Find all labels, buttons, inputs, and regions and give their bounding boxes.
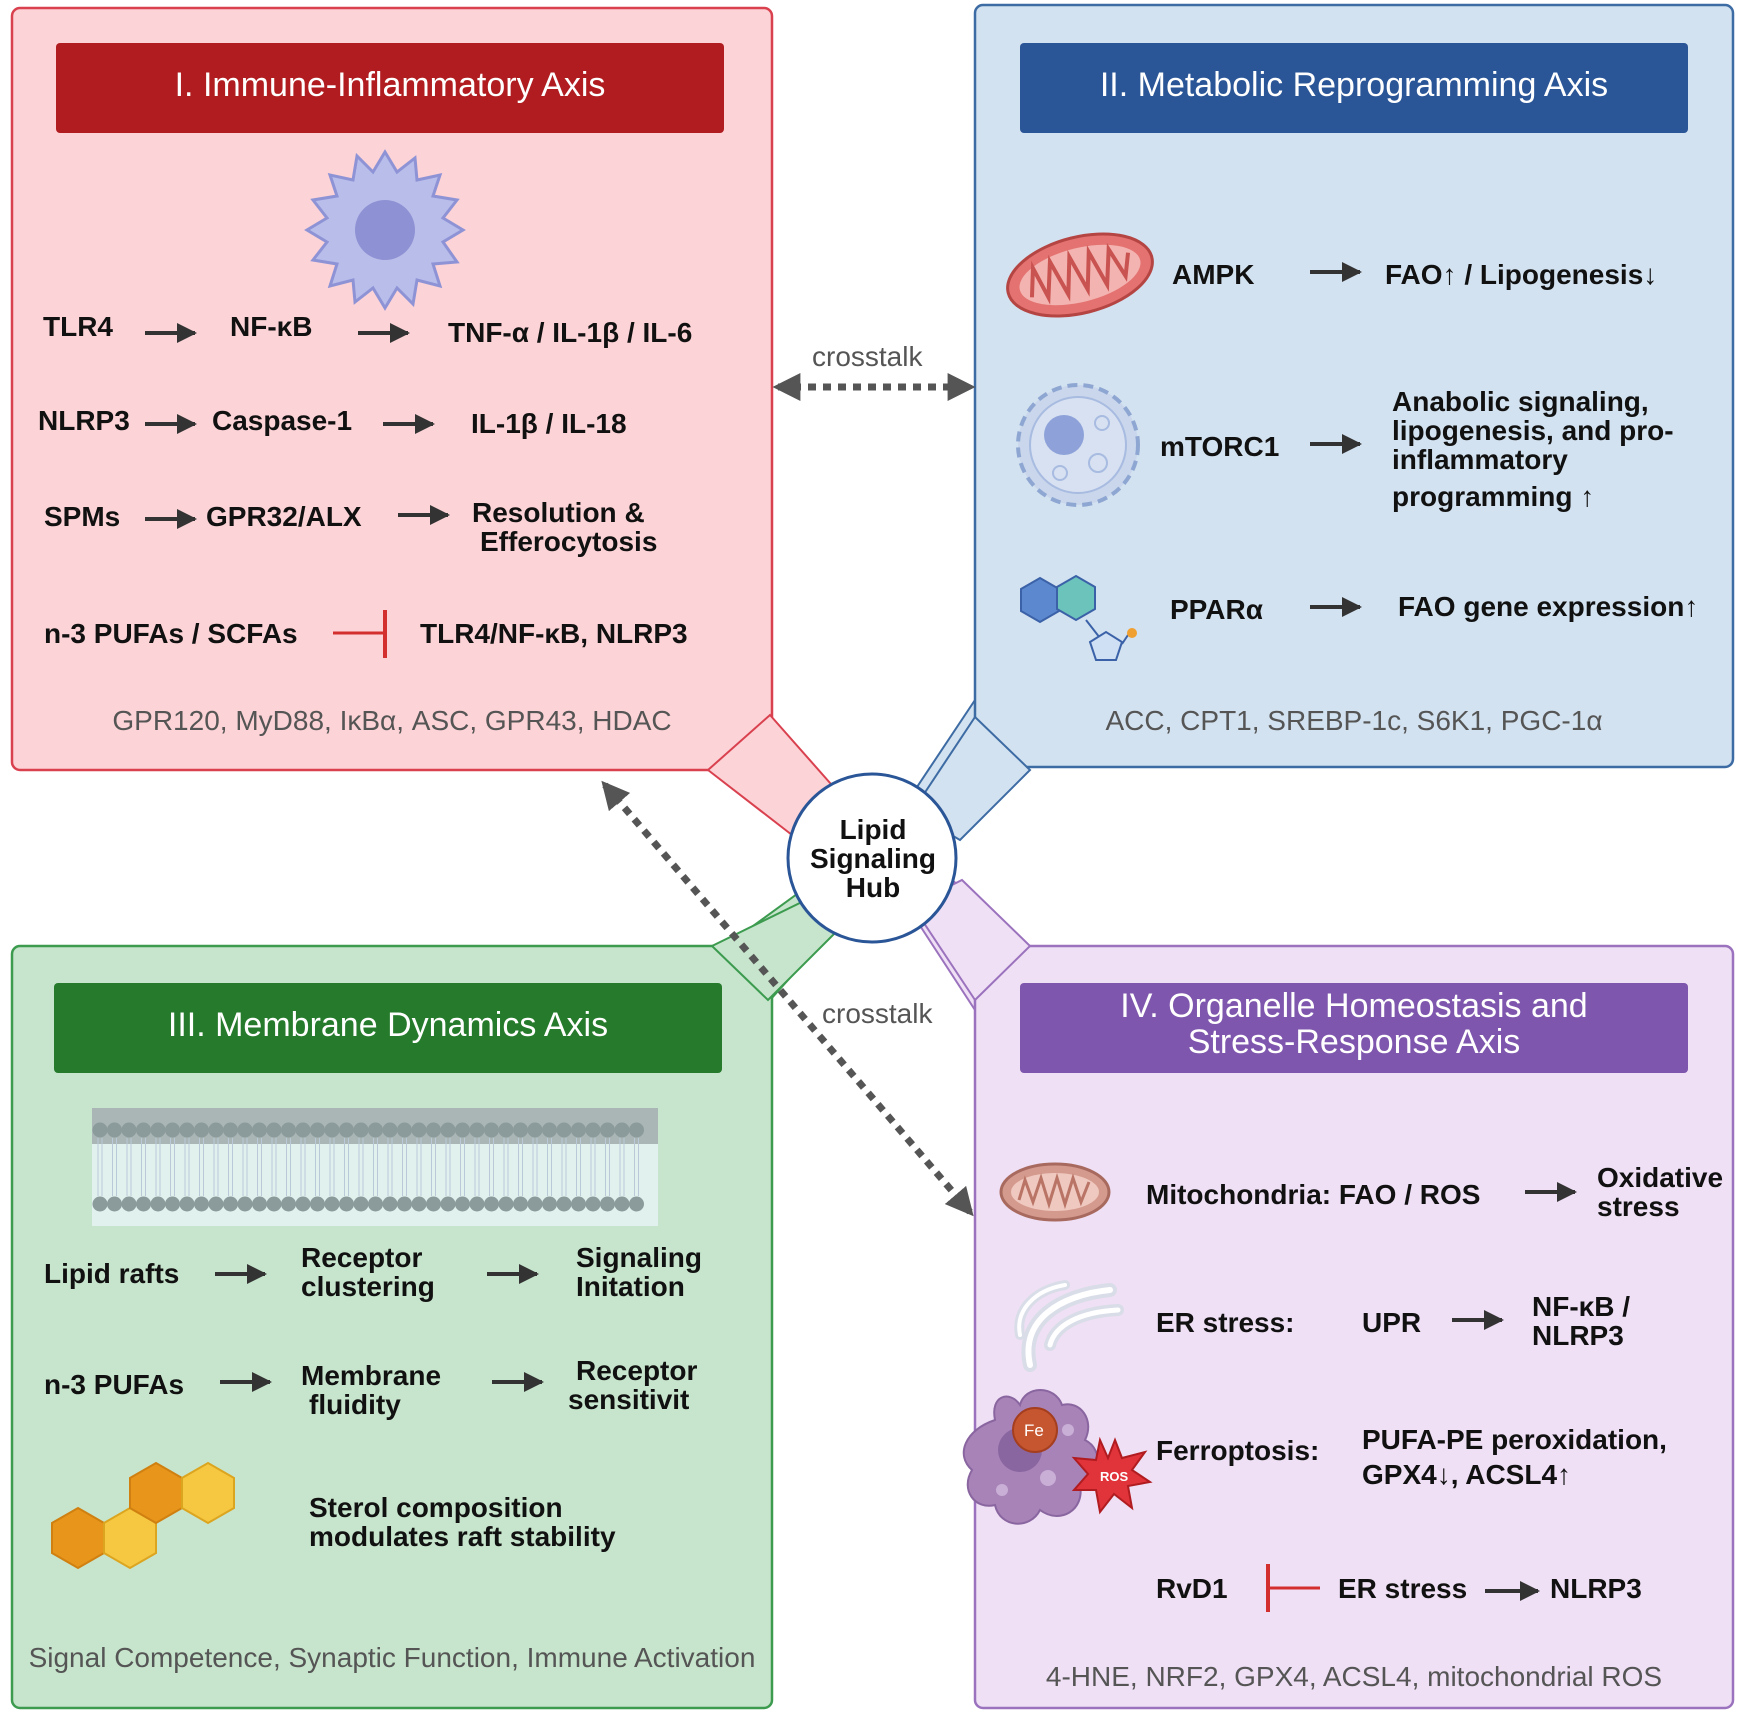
header-organelle <box>1020 983 1688 1073</box>
node-nlrp3-2: NLRP3 <box>1550 1573 1642 1604</box>
node-er-stress-2: ER stress <box>1338 1573 1468 1604</box>
panel-footer-metabolic: ACC, CPT1, SREBP-1c, S6K1, PGC-1α <box>1105 705 1603 736</box>
node-er-stress: ER stress: <box>1156 1307 1295 1338</box>
node-receptor-sens-2: sensitivit <box>568 1384 690 1415</box>
node-mtorc1: mTORC1 <box>1160 431 1280 462</box>
node-pufa-pe-1: PUFA-PE peroxidation, <box>1362 1424 1667 1455</box>
node-ppara: PPARα <box>1170 594 1263 625</box>
panel-title-immune: I. Immune-Inflammatory Axis <box>174 66 606 104</box>
node-signaling-2: Initation <box>576 1271 685 1302</box>
immune-cell-icon <box>304 149 466 311</box>
sterol-icon <box>51 1461 235 1570</box>
hub-line: Lipid <box>839 813 907 845</box>
header-membrane <box>54 983 722 1073</box>
node-upr: UPR <box>1362 1307 1422 1338</box>
panel-footer-membrane: Signal Competence, Synaptic Function, Im… <box>28 1642 756 1673</box>
node-resolution: Resolution & <box>472 497 645 528</box>
panel-footer-organelle: 4-HNE, NRF2, GPX4, ACSL4, mitochondrial … <box>1045 1661 1663 1692</box>
crosstalk-label-bottom: crosstalk <box>822 998 933 1029</box>
fe-label: Fe <box>1024 1421 1044 1440</box>
node-n3-pufas: n-3 PUFAs <box>44 1369 185 1400</box>
mitochondrion-icon <box>999 1162 1111 1222</box>
panel-title-organelle-2: Stress-Response Axis <box>1187 1023 1521 1061</box>
node-oxidative-2: stress <box>1597 1191 1680 1222</box>
node-sterol-2: modulates raft stability <box>309 1521 616 1552</box>
crosstalk-arrow-diagonal <box>601 780 974 1217</box>
node-rvd1: RvD1 <box>1156 1573 1228 1604</box>
panel-footer-immune: GPR120, MyD88, IκBα, ASC, GPR43, HDAC <box>112 705 672 736</box>
ferroptotic-cell-icon <box>962 1389 1153 1525</box>
header-immune <box>56 43 724 133</box>
node-fao-gene: FAO gene expression↑ <box>1398 591 1699 622</box>
node-anabolic-1: Anabolic signaling, <box>1392 386 1649 417</box>
node-nfkb: NF-κB <box>230 311 313 342</box>
node-pufas-scfas: n-3 PUFAs / SCFAs <box>44 618 298 649</box>
node-anabolic-2: lipogenesis, and pro- <box>1392 415 1674 446</box>
node-ferroptosis: Ferroptosis: <box>1156 1435 1320 1466</box>
node-mitochondria-fao: Mitochondria: FAO / ROS <box>1146 1179 1481 1210</box>
panel-title-organelle-1: IV. Organelle Homeostasis and <box>1120 987 1588 1025</box>
hub-line: Hub <box>845 871 901 903</box>
node-gpr32: GPR32/ALX <box>206 501 362 532</box>
node-fao-lipogenesis: FAO↑ / Lipogenesis↓ <box>1385 259 1658 290</box>
node-lipid-rafts: Lipid rafts <box>44 1258 180 1289</box>
node-signaling-1: Signaling <box>576 1242 702 1273</box>
molecule-icon <box>1020 574 1137 661</box>
header-metabolic <box>1020 43 1688 133</box>
node-nlrp3: NLRP3 <box>38 405 130 436</box>
node-tlr4-nlrp3: TLR4/NF-κB, NLRP3 <box>420 618 688 649</box>
panel-immune <box>10 6 774 772</box>
node-sterol-1: Sterol composition <box>309 1492 563 1523</box>
node-receptor-1: Receptor <box>301 1242 423 1273</box>
node-anabolic-3: inflammatory <box>1392 444 1568 475</box>
panel-title-metabolic: II. Metabolic Reprogramming Axis <box>1099 66 1609 104</box>
node-ampk: AMPK <box>1172 259 1255 290</box>
cell-icon <box>1016 383 1140 507</box>
node-membrane-2: fluidity <box>309 1389 401 1420</box>
hub-circle <box>786 772 958 944</box>
node-il1b-il18: IL-1β / IL-18 <box>471 408 627 439</box>
node-nfkb-2: NLRP3 <box>1532 1320 1624 1351</box>
node-pufa-pe-2: GPX4↓, ACSL4↑ <box>1362 1459 1572 1490</box>
node-tlr4: TLR4 <box>43 311 113 342</box>
hub-line: Signaling <box>810 842 936 874</box>
node-membrane-1: Membrane <box>301 1360 442 1391</box>
crosstalk-label-top: crosstalk <box>812 341 923 372</box>
node-efferocytosis: Efferocytosis <box>480 526 658 557</box>
node-spms: SPMs <box>44 501 121 532</box>
node-cytokines: TNF-α / IL-1β / IL-6 <box>448 317 693 348</box>
mitochondrion-icon <box>1006 232 1154 318</box>
node-receptor-sens-1: Receptor <box>576 1355 698 1386</box>
er-icon <box>1014 1280 1124 1372</box>
panel-title-membrane: III. Membrane Dynamics Axis <box>167 1006 609 1044</box>
node-oxidative-1: Oxidative <box>1597 1162 1724 1193</box>
inhibition-bar-rvd1 <box>1266 1564 1320 1612</box>
node-caspase1: Caspase-1 <box>212 405 353 436</box>
panel-organelle <box>973 944 1735 1710</box>
ros-label: ROS <box>1100 1469 1129 1484</box>
lipid-bilayer-icon <box>92 1108 658 1226</box>
node-nfkb-1: NF-κB / <box>1532 1291 1631 1322</box>
node-receptor-2: clustering <box>301 1271 435 1302</box>
inhibition-bar-pufas <box>333 610 387 658</box>
node-anabolic-4: programming ↑ <box>1392 481 1595 512</box>
hub-label: Lipid Signaling Hub <box>788 772 958 944</box>
